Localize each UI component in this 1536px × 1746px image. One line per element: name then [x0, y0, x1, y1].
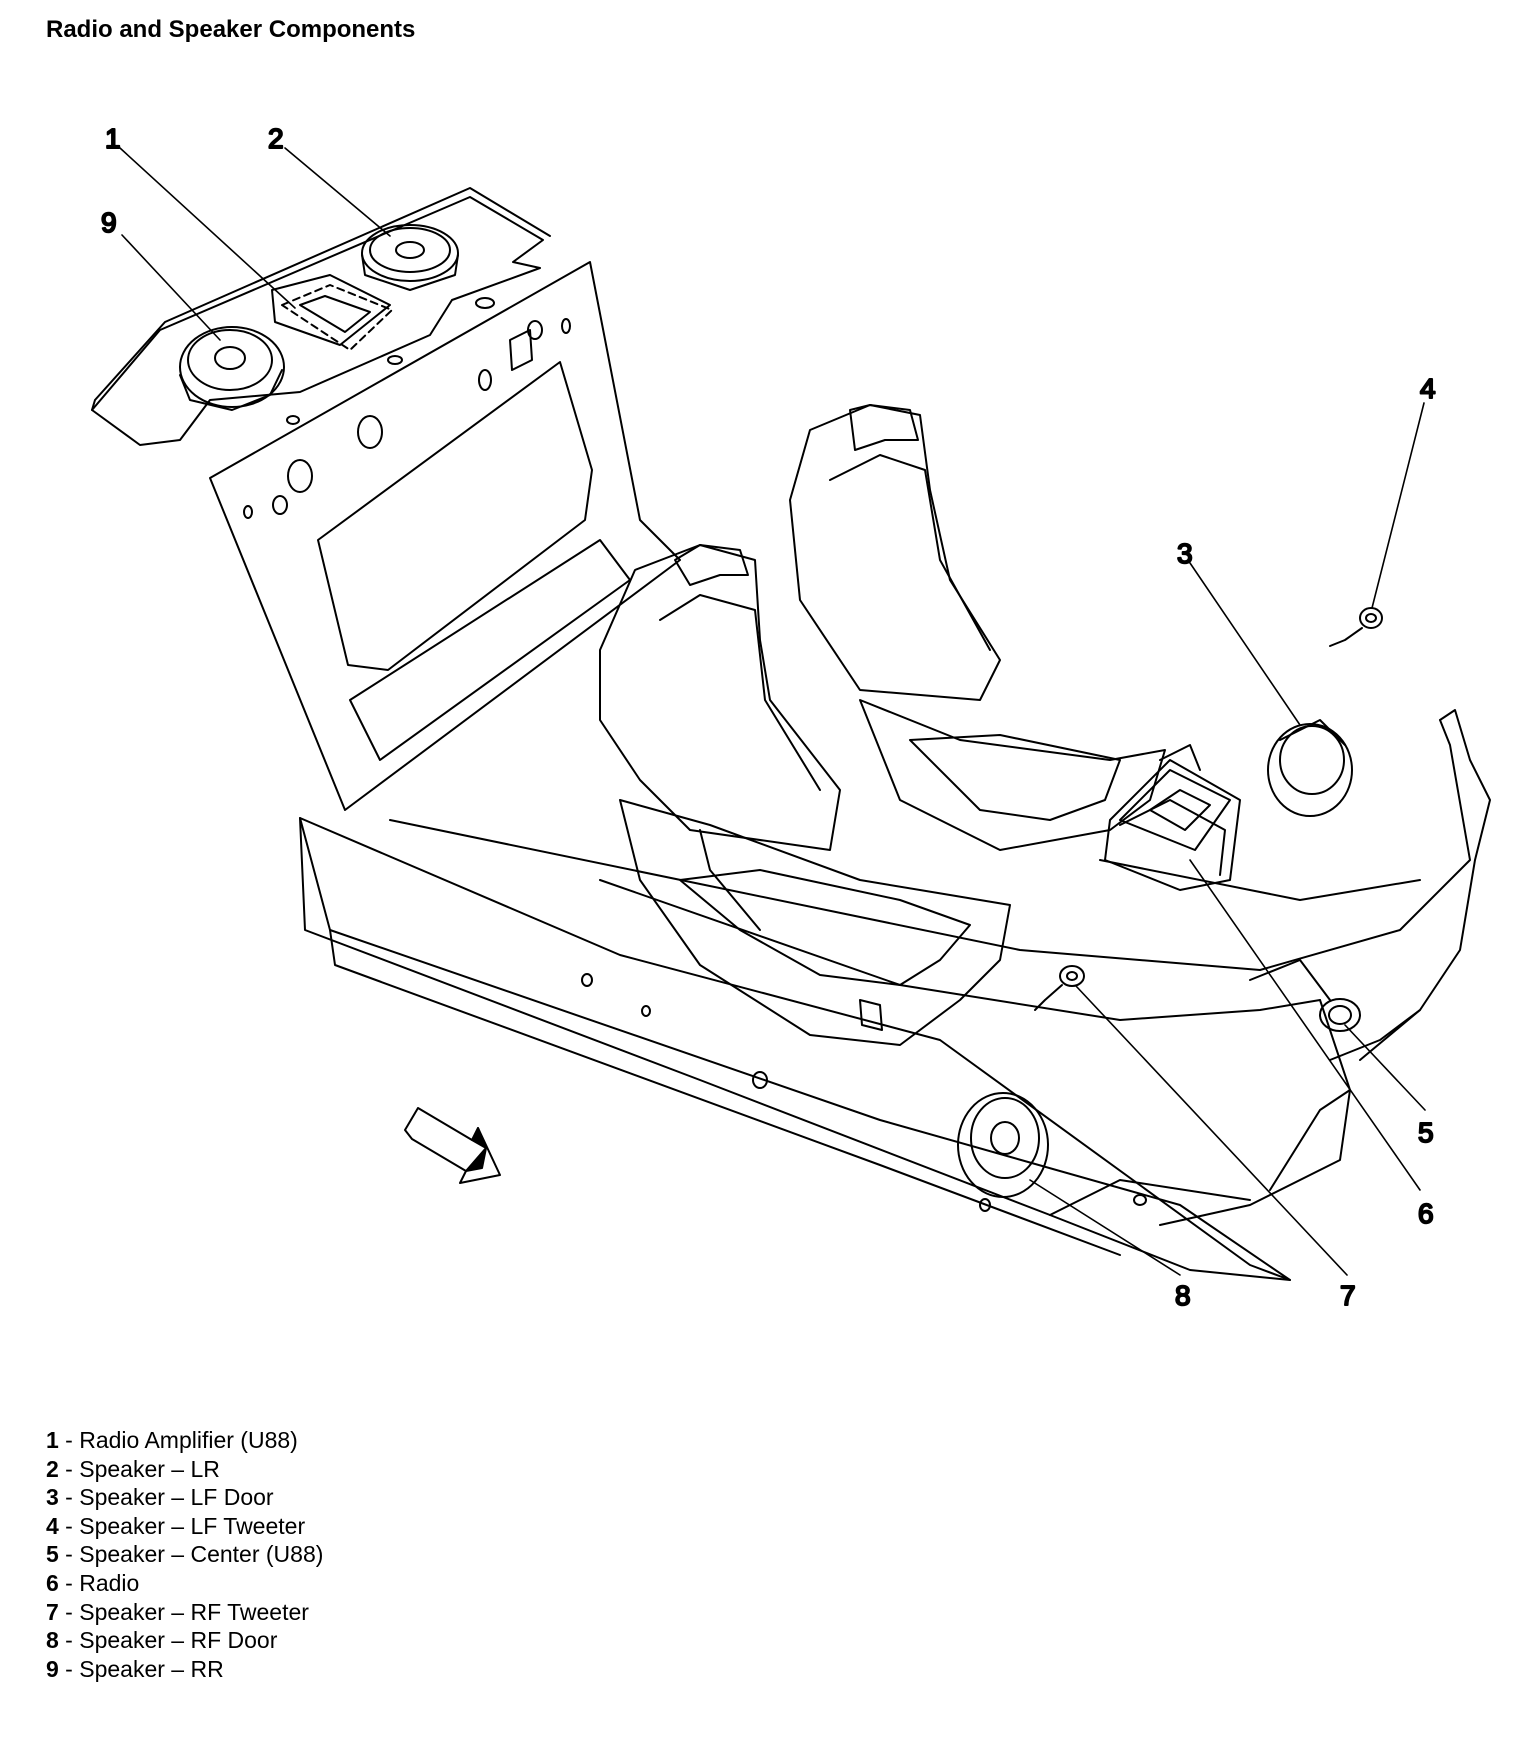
speaker-center-icon [1319, 998, 1361, 1032]
seat-right [789, 404, 1166, 851]
legend-label: - Radio [58, 1569, 140, 1596]
legend-number: 2 [46, 1455, 59, 1482]
legend-label: - Radio Amplifier (U88) [58, 1427, 298, 1453]
legend-number: 1 [46, 1427, 59, 1453]
legend-number: 4 [46, 1512, 59, 1539]
center-console [1104, 744, 1241, 891]
speaker-rf-door-icon [957, 1092, 1049, 1198]
rear-package-shelf [91, 187, 551, 446]
legend-label: - Speaker – LR [58, 1455, 220, 1482]
radio-icon [1119, 769, 1231, 851]
legend-item: 5 - Speaker – Center (U88) [46, 1540, 323, 1569]
legend-item: 3 - Speaker – LF Door [46, 1483, 323, 1512]
callout-9: 9 [101, 207, 117, 238]
legend-number: 7 [46, 1598, 59, 1625]
callout-7: 7 [1340, 1280, 1356, 1311]
legend-number: 5 [46, 1541, 59, 1568]
callout-1: 1 [105, 123, 121, 154]
legend-label: - Speaker – RR [58, 1655, 224, 1682]
legend-item: 4 - Speaker – LF Tweeter [46, 1512, 323, 1541]
legend-label: - Speaker – RF Tweeter [58, 1598, 309, 1625]
legend-item: 1 - Radio Amplifier (U88) [46, 1426, 323, 1455]
legend-number: 6 [46, 1569, 59, 1596]
rear-panel [209, 261, 681, 811]
legend-label: - Speaker – LF Door [58, 1484, 274, 1511]
legend-item: 9 - Speaker – RR [46, 1655, 323, 1684]
speaker-lf-tweeter-icon [1329, 607, 1383, 647]
legend-item: 6 - Radio [46, 1569, 323, 1598]
callout-4: 4 [1420, 373, 1436, 404]
vehicle-interior-diagram: 1 2 3 4 5 6 7 8 9 [91, 122, 1491, 1312]
speaker-rf-tweeter-icon [1034, 965, 1085, 1011]
leader-lines [119, 147, 1426, 1276]
callout-8: 8 [1175, 1280, 1191, 1311]
legend-label: - Speaker – LF Tweeter [58, 1512, 306, 1539]
legend-label: - Speaker – Center (U88) [58, 1541, 324, 1568]
radio-amplifier-icon [281, 284, 393, 351]
speaker-lr-icon [361, 224, 459, 291]
callout-3: 3 [1177, 538, 1193, 569]
speaker-rr-icon [179, 326, 285, 411]
legend-item: 7 - Speaker – RF Tweeter [46, 1598, 323, 1627]
legend-item: 2 - Speaker – LR [46, 1455, 323, 1484]
direction-arrow-icon [404, 1107, 501, 1184]
seat-left [599, 544, 1011, 1046]
legend-number: 8 [46, 1627, 59, 1654]
legend-number: 3 [46, 1484, 59, 1511]
legend-number: 9 [46, 1655, 59, 1682]
callout-5: 5 [1418, 1117, 1434, 1148]
legend-label: - Speaker – RF Door [58, 1627, 278, 1654]
speaker-lf-door-icon [1267, 719, 1353, 817]
callout-2: 2 [268, 123, 284, 154]
component-legend: 1 - Radio Amplifier (U88) 2 - Speaker – … [46, 1426, 323, 1683]
floor-pan [299, 709, 1491, 1281]
legend-item: 8 - Speaker – RF Door [46, 1626, 323, 1655]
callout-6: 6 [1418, 1198, 1434, 1229]
diagram-title: Radio and Speaker Components [46, 16, 416, 43]
